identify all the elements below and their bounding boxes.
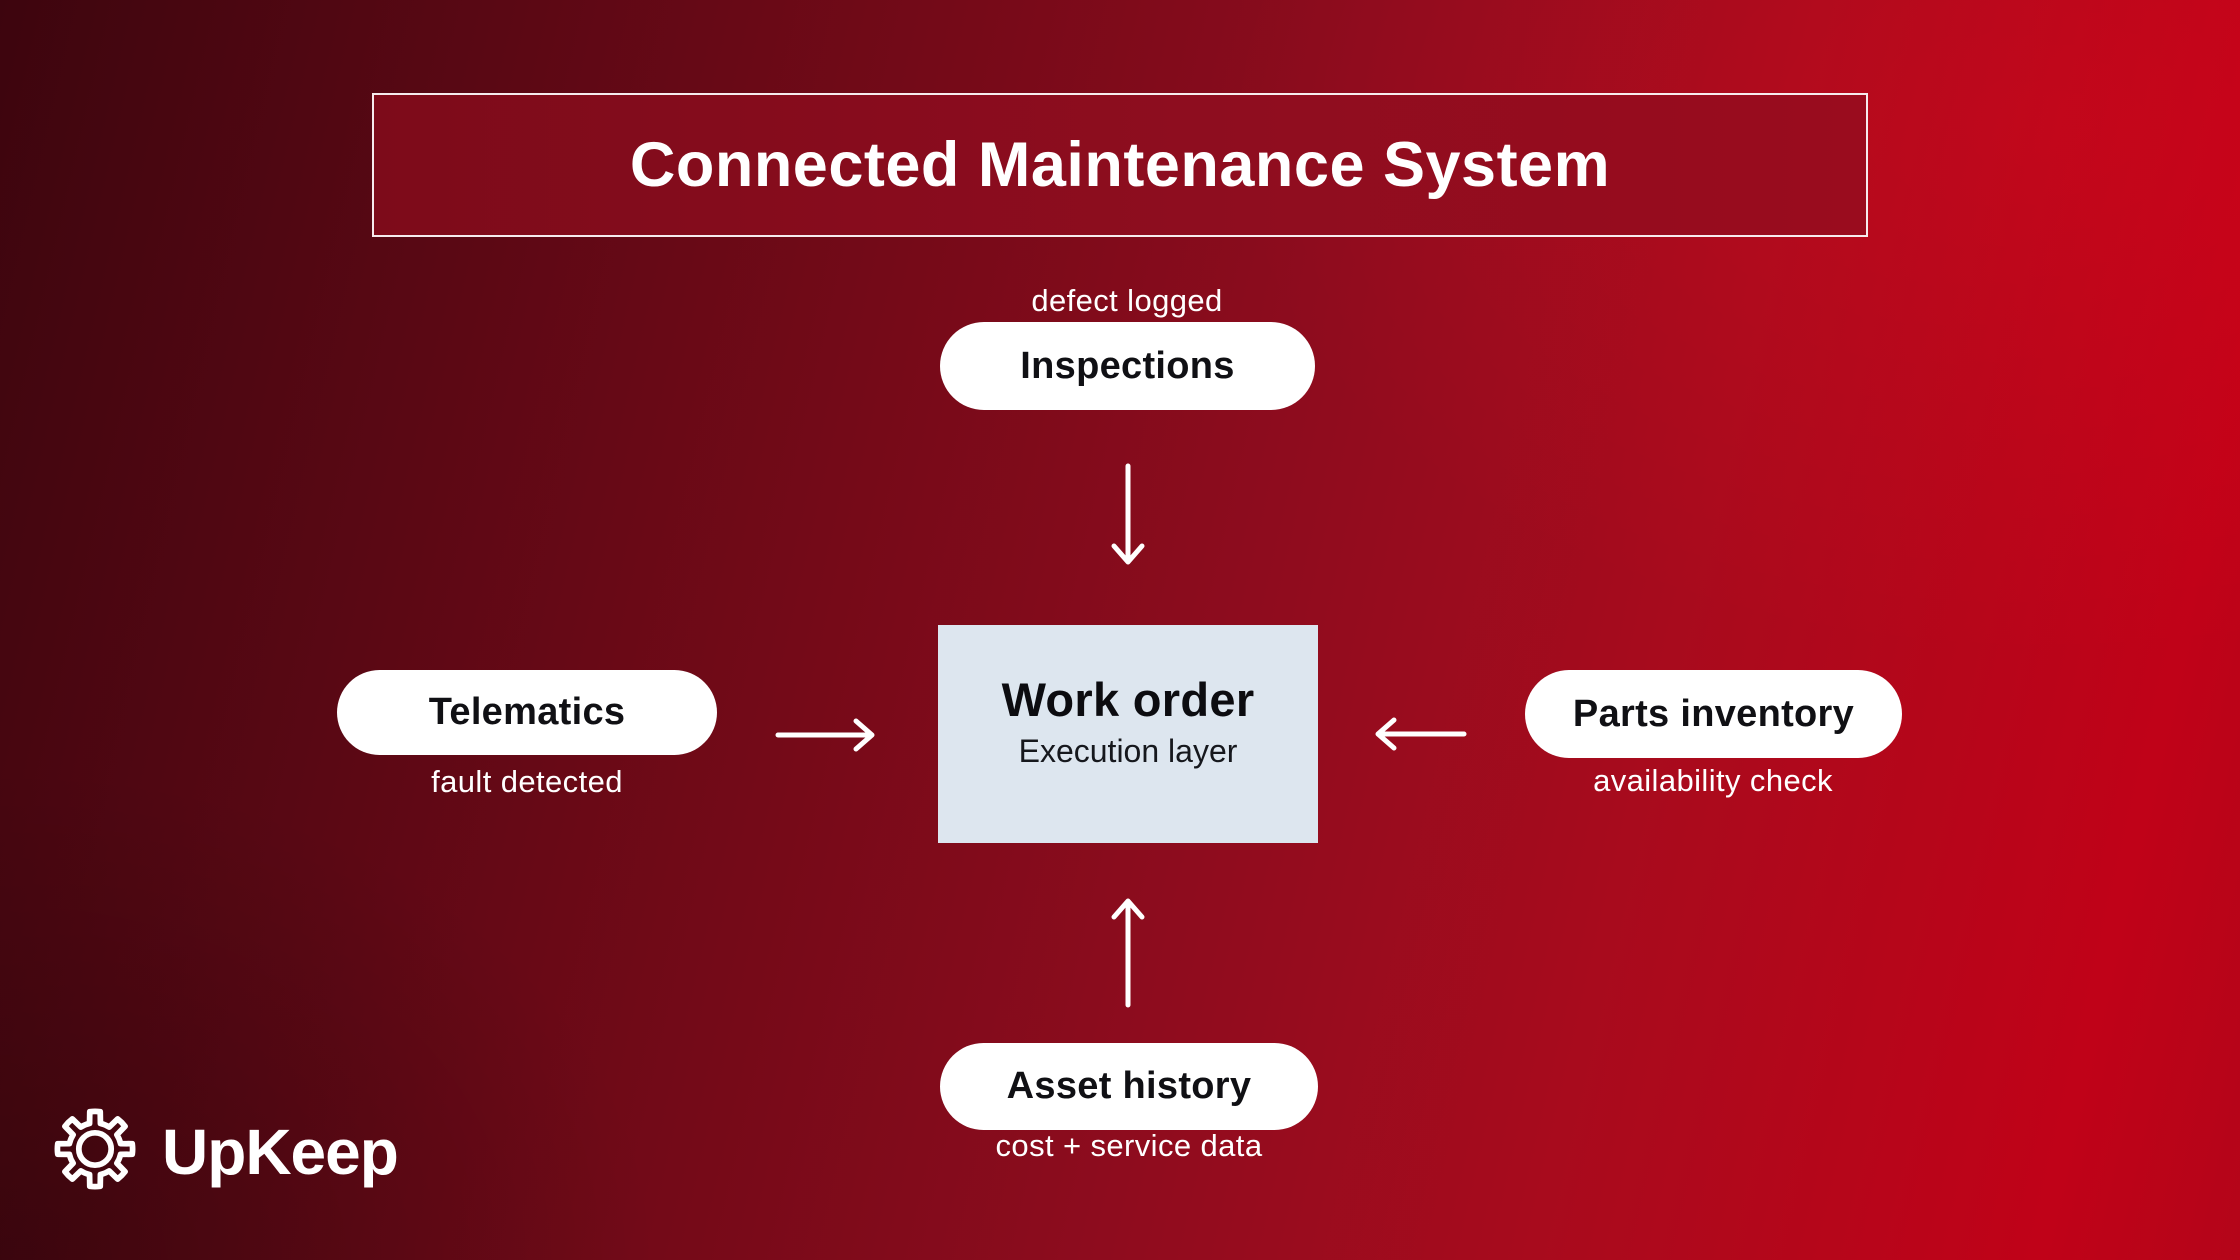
node-inspections: Inspections xyxy=(940,322,1315,410)
node-parts-inventory-label: Parts inventory xyxy=(1572,692,1855,735)
annotation-defect-logged: defect logged xyxy=(1031,283,1223,318)
arrow-left-icon xyxy=(1370,714,1470,754)
node-asset-history: Asset history xyxy=(940,1043,1318,1130)
title-banner: Connected Maintenance System xyxy=(372,93,1868,237)
node-work-order: Work order Execution layer xyxy=(938,625,1318,843)
node-parts-inventory: Parts inventory xyxy=(1525,670,1902,758)
annotation-cost-service-data: cost + service data xyxy=(995,1128,1263,1163)
arrow-down-icon xyxy=(1108,460,1148,572)
logo-wordmark: UpKeep xyxy=(162,1115,399,1188)
node-inspections-label: Inspections xyxy=(1020,344,1235,387)
upkeep-logo: UpKeep xyxy=(48,1102,399,1201)
page-title: Connected Maintenance System xyxy=(629,130,1611,200)
annotation-fault-detected: fault detected xyxy=(431,764,623,799)
work-order-subtitle: Execution layer xyxy=(1018,733,1238,769)
node-asset-history-label: Asset history xyxy=(1006,1065,1252,1107)
gear-icon xyxy=(48,1102,142,1201)
node-telematics: Telematics xyxy=(337,670,717,755)
node-telematics-label: Telematics xyxy=(428,691,626,733)
work-order-title: Work order xyxy=(1001,673,1255,726)
annotation-availability-check: availability check xyxy=(1593,763,1833,798)
arrow-right-icon xyxy=(772,715,882,755)
arrow-up-icon xyxy=(1108,893,1148,1011)
